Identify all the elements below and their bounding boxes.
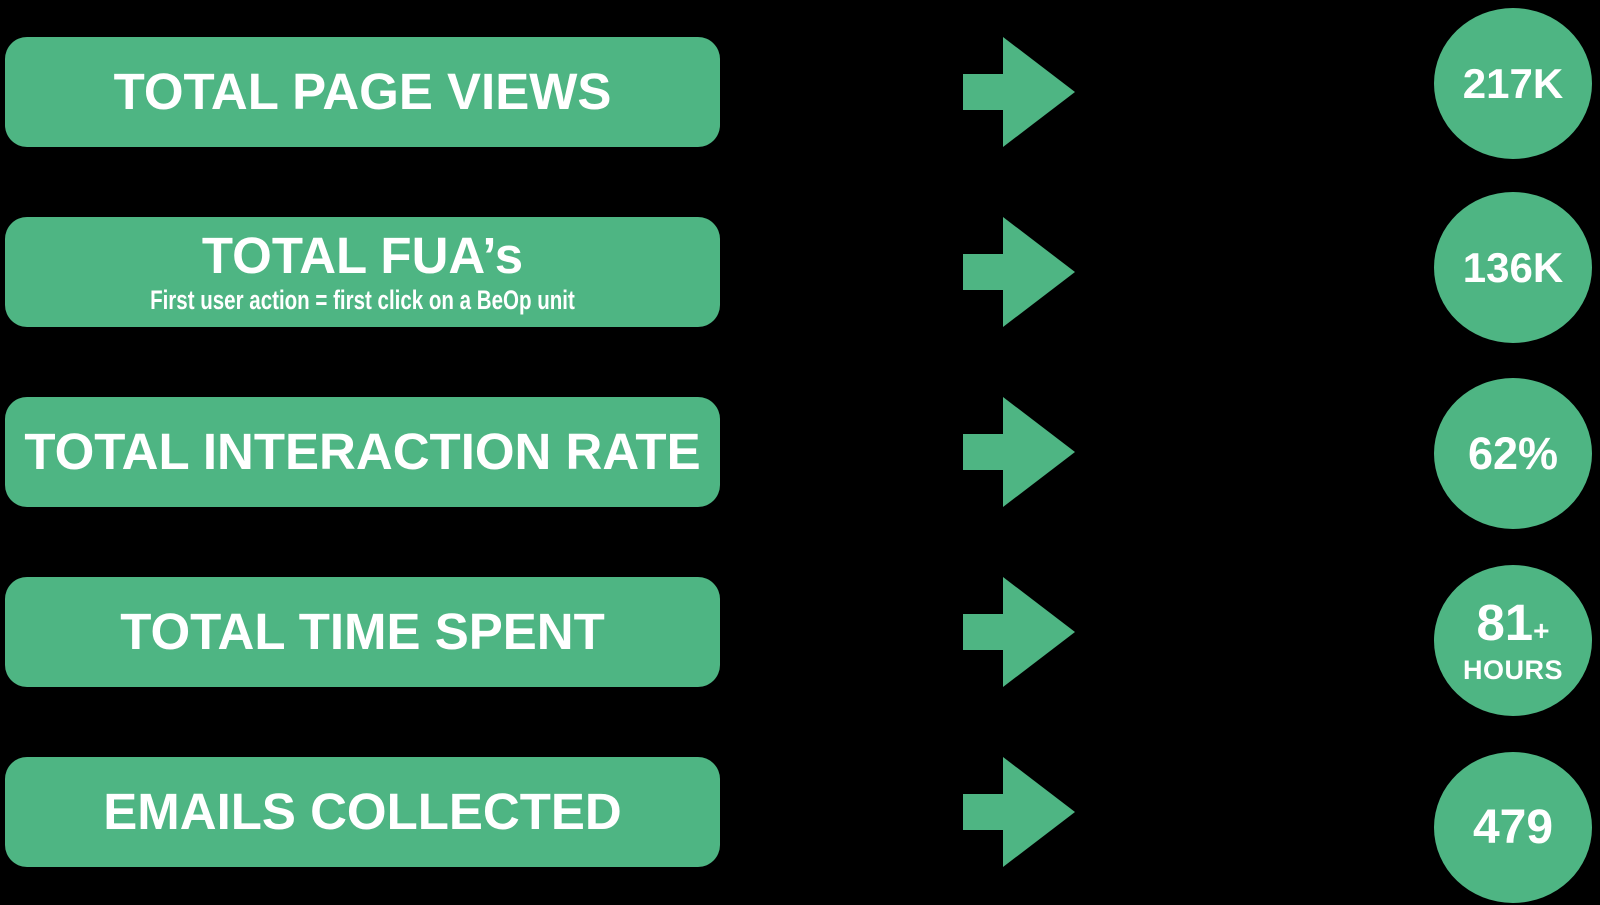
metric-value: 62%: [1467, 428, 1559, 479]
metric-label-box: TOTAL INTERACTION RATE: [5, 397, 720, 507]
metric-label-box: TOTAL FUA’s First user action = first cl…: [5, 217, 720, 327]
arrow-head: [1003, 757, 1075, 867]
arrow-shaft: [963, 254, 1007, 290]
arrow-shaft: [963, 74, 1007, 110]
arrow-right-icon: [963, 397, 1075, 507]
metric-value: 217K: [1462, 59, 1564, 107]
metric-sublabel: First user action = first click on a BeO…: [150, 285, 575, 315]
arrow-head: [1003, 217, 1075, 327]
arrow-shaft: [963, 614, 1007, 650]
metric-label: TOTAL PAGE VIEWS: [113, 62, 612, 120]
metric-label-box: EMAILS COLLECTED: [5, 757, 720, 867]
metric-label: EMAILS COLLECTED: [103, 782, 622, 840]
metric-value: 479: [1472, 800, 1554, 854]
arrow-right-icon: [963, 757, 1075, 867]
metric-label: TOTAL TIME SPENT: [120, 602, 605, 660]
metric-row: TOTAL FUA’s First user action = first cl…: [0, 192, 1600, 343]
metric-value-badge: 479: [1434, 752, 1592, 903]
metric-label: TOTAL INTERACTION RATE: [24, 422, 701, 480]
arrow-right-icon: [963, 37, 1075, 147]
metric-value-badge: 81+ HOURS: [1434, 565, 1592, 716]
metric-label-box: TOTAL PAGE VIEWS: [5, 37, 720, 147]
arrow-right-icon: [963, 217, 1075, 327]
metric-row: TOTAL PAGE VIEWS 217K: [0, 8, 1600, 159]
metric-value-unit: HOURS: [1462, 655, 1563, 685]
metric-label-box: TOTAL TIME SPENT: [5, 577, 720, 687]
arrow-shaft: [963, 794, 1007, 830]
metric-row: EMAILS COLLECTED 479: [0, 752, 1600, 903]
metric-row: TOTAL INTERACTION RATE 62%: [0, 378, 1600, 529]
metric-value-badge: 217K: [1434, 8, 1592, 159]
arrow-head: [1003, 577, 1075, 687]
arrow-right-icon: [963, 577, 1075, 687]
arrow-shaft: [963, 434, 1007, 470]
arrow-head: [1003, 397, 1075, 507]
metric-value-badge: 62%: [1434, 378, 1592, 529]
metric-value-badge: 136K: [1434, 192, 1592, 343]
metric-value: 81+: [1476, 594, 1550, 651]
plus-suffix: +: [1533, 615, 1550, 646]
metric-value: 136K: [1462, 243, 1564, 291]
arrow-head: [1003, 37, 1075, 147]
metric-label: TOTAL FUA’s: [201, 226, 524, 284]
metric-row: TOTAL TIME SPENT 81+ HOURS: [0, 565, 1600, 716]
